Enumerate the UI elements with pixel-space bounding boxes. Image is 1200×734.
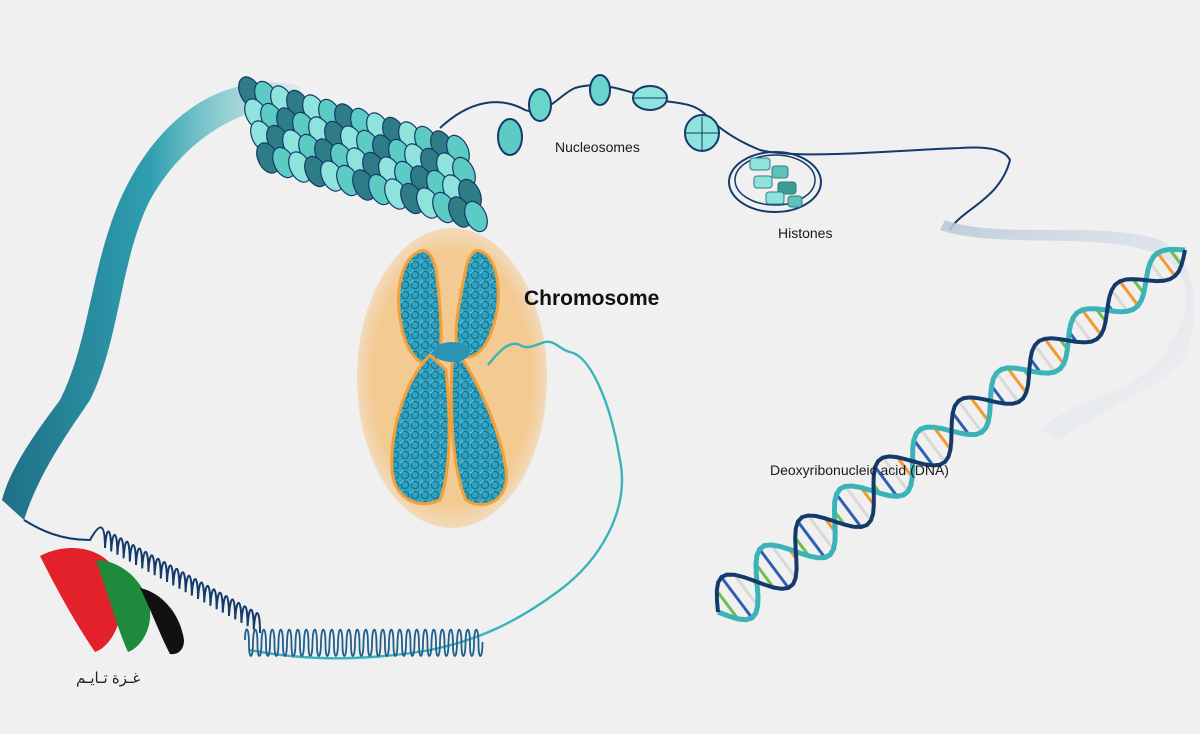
loop-coils-lower [244,628,484,657]
nucleosome-disc [464,200,488,233]
gaza-time-logo [40,548,184,655]
base-pair [896,456,914,479]
base-pair [1033,344,1057,373]
label-dna: Deoxyribonucleic acid (DNA) [770,462,949,478]
base-pair [1081,309,1103,336]
base-pair [1110,289,1129,313]
base-pair [769,543,797,579]
chromosome [357,228,547,528]
label-nucleosomes: Nucleosomes [555,139,640,155]
dna-ribbon [940,220,1195,440]
label-histones: Histones [778,225,832,241]
base-pair [715,589,740,620]
base-pair [844,485,873,522]
base-pair [912,439,935,467]
base-pair [1072,316,1093,343]
base-pair [1006,367,1028,394]
chromatin-loops [23,519,484,657]
base-pair [932,426,952,451]
nucleosome-5 [684,114,720,152]
nucleosome-3 [589,74,611,106]
base-pair [1148,261,1165,282]
base-pair [806,514,835,551]
watermark-text: غـزة تـايـم [76,670,141,687]
dna-double-helix [714,246,1187,623]
base-pair [919,428,947,463]
base-pair [969,396,990,423]
dna-strand-2 [714,249,1187,613]
nucleosome-2 [528,88,552,122]
base-pair [951,412,971,436]
linker-dna [439,84,1012,231]
base-pair [758,548,790,589]
base-pair [995,372,1020,404]
label-chromosome: Chromosome [524,287,659,310]
chromatin-fiber [2,82,300,520]
base-pair [796,520,827,559]
base-pair [1168,248,1183,266]
base-pair [835,493,863,528]
base-pair [957,400,984,434]
chromatin-thread [249,340,624,660]
base-pair [873,466,899,498]
nucleosome-4 [632,85,668,111]
base-pair [720,576,754,619]
nucleosome-solenoid [238,76,488,233]
base-pair [1118,280,1140,307]
histone-octamer [728,151,822,213]
loop-coils-upper [23,519,261,634]
base-pair [754,563,775,589]
base-pair [881,456,910,493]
base-pair [1043,337,1065,365]
nucleosome-1 [497,118,523,156]
base-pair [1156,252,1177,277]
base-pair [733,573,759,607]
